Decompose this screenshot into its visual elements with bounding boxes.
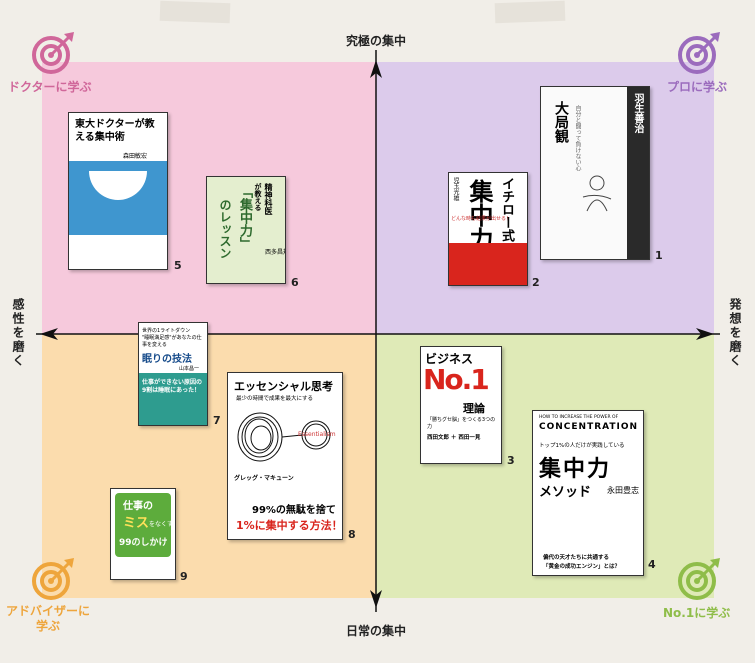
book5-title: 東大ドクターが教える集中術 — [75, 119, 155, 143]
book7-catch: 仕事ができない原因の9割は睡眠にあった！ — [142, 379, 203, 394]
book9-title-a: 仕事の — [123, 501, 153, 512]
book6-tag-b: が教える — [254, 183, 262, 211]
book2-red-band — [449, 243, 527, 285]
book4-title-a: 集中力 — [539, 457, 612, 482]
book-cover-7[interactable]: 世界の1ライトダウン "睡眠満足感"があなたの仕事を変える 眠りの技法 山本昌一… — [138, 322, 208, 426]
axis-label-left: 感性を磨く — [11, 298, 25, 368]
book7-author: 山本昌一 — [179, 366, 200, 372]
book9-title-d: 99のしかけ — [119, 538, 168, 548]
book3-tagline: 「勝ちグセ脳」をつくる3つの力 — [427, 417, 496, 430]
axis-label-right: 発想を磨く — [728, 298, 742, 368]
book2-tagline: どんな時も結果が出せる！ — [451, 216, 512, 222]
book-cover-1[interactable]: 羽生善治 大局観 自分と闘って負けない心 — [540, 86, 650, 260]
book8-author: グレッグ・マキューン — [234, 475, 294, 482]
book-cover-9[interactable]: 仕事の ミス をなくす 99のしかけ — [110, 488, 176, 580]
book-number-7: 7 — [213, 414, 221, 427]
book4-footer-b: 「黄金の成功エンジン」とは？ — [543, 564, 621, 570]
book3-title-c: 理論 — [463, 402, 485, 415]
book-cover-8[interactable]: エッセンシャル思考 最少の時間で成果を最大にする Essentialism グレ… — [227, 372, 343, 540]
book4-author: 永田豊志 — [607, 486, 639, 495]
book-number-8: 8 — [348, 528, 356, 541]
book8-catch-a: 99%の無駄を捨て — [252, 505, 336, 516]
book2-title-b: 集中力 — [465, 179, 493, 251]
book1-title: 大局観 — [553, 101, 569, 143]
corner-label-top-left: ドクターに学ぶ — [8, 80, 92, 94]
book-cover-2[interactable]: 児玉光雄 イチロー式 集中力 どんな時も結果が出せる！ — [448, 172, 528, 286]
book7-title: 眠りの技法 — [142, 354, 192, 365]
book3-title-b: No.1 — [423, 363, 490, 396]
book1-spine-bar — [627, 87, 649, 259]
arrow-down — [370, 590, 382, 608]
book9-green-block — [115, 493, 171, 557]
book8-scribble-label: Essentialism — [298, 431, 336, 438]
book6-author: 西多昌規 — [265, 249, 285, 256]
book-number-4: 4 — [648, 558, 656, 571]
book8-title: エッセンシャル思考 — [234, 380, 333, 393]
corner-label-bottom-left-line2: 学ぶ — [36, 619, 61, 633]
book2-author: 児玉光雄 — [452, 177, 459, 201]
book-cover-4[interactable]: HOW TO INCREASE THE POWER OF CONCENTRATI… — [532, 410, 644, 576]
book-cover-6[interactable]: 精神科医 が教える 「集中力」 のレッスン 西多昌規 — [206, 176, 286, 284]
book6-title-a: 「集中力」 — [237, 185, 252, 250]
book8-subtitle: 最少の時間で成果を最大にする — [236, 396, 314, 402]
book3-title-a: ビジネス — [425, 352, 474, 366]
book4-en-line1: HOW TO INCREASE THE POWER OF — [539, 415, 619, 420]
book4-footer-a: 偏代の天才たちに共通する — [543, 555, 610, 561]
book7-top-line: 世界の1ライトダウン — [142, 328, 191, 334]
book5-bowl-shape — [69, 161, 167, 235]
book4-title-b: メソッド — [539, 485, 592, 500]
corner-label-bottom-left-line1: アドバイザーに — [6, 604, 91, 618]
book-cover-5[interactable]: 東大ドクターが教える集中術 森田敏宏 — [68, 112, 168, 270]
book-number-9: 9 — [180, 570, 188, 583]
book-number-1: 1 — [655, 249, 663, 262]
book7-teal-band — [139, 373, 207, 425]
book-number-5: 5 — [174, 259, 182, 272]
target-icon-purple — [678, 32, 720, 74]
axis-label-top: 究極の集中 — [346, 34, 407, 48]
book5-author: 森田敏宏 — [123, 153, 148, 160]
book9-title-b: ミス — [123, 516, 150, 531]
book2-title-a: イチロー式 — [499, 177, 514, 242]
book4-en-line2: CONCENTRATION — [539, 422, 639, 432]
book6-title-b: のレッスン — [218, 199, 232, 259]
book3-author: 西田文郎 ＋ 西田一見 — [427, 435, 481, 441]
book8-catch-b: 1%に集中する方法！ — [236, 519, 343, 532]
book1-sketch-figure — [582, 175, 612, 212]
book7-quote: "睡眠満足感"があなたの仕事を変える — [142, 335, 202, 348]
target-icon-green — [678, 558, 720, 600]
book-number-2: 2 — [532, 276, 540, 289]
corner-label-bottom-left: アドバイザーに 学ぶ — [6, 604, 90, 634]
corner-label-bottom-right: No.1に学ぶ — [663, 606, 731, 620]
corner-label-top-right: プロに学ぶ — [667, 80, 728, 94]
arrow-up — [370, 60, 382, 78]
axis-label-bottom: 日常の集中 — [346, 624, 407, 638]
target-icon-orange — [32, 558, 74, 600]
book9-title-c: をなくす — [149, 521, 174, 528]
book6-tag-a: 精神科医 — [264, 183, 273, 215]
book8-scribble — [237, 412, 331, 462]
arrow-left — [40, 328, 58, 340]
book-cover-3[interactable]: ビジネス No.1 理論 「勝ちグセ脳」をつくる3つの力 西田文郎 ＋ 西田一見 — [420, 346, 502, 464]
book1-subtitle: 自分と闘って負けない心 — [574, 105, 581, 171]
arrow-right — [696, 328, 714, 340]
book4-tagline: トップ1%の人だけが実践している — [539, 443, 625, 449]
book1-author: 羽生善治 — [632, 93, 643, 133]
target-icon-pink — [32, 32, 74, 74]
book-number-3: 3 — [507, 454, 515, 467]
book-number-6: 6 — [291, 276, 299, 289]
